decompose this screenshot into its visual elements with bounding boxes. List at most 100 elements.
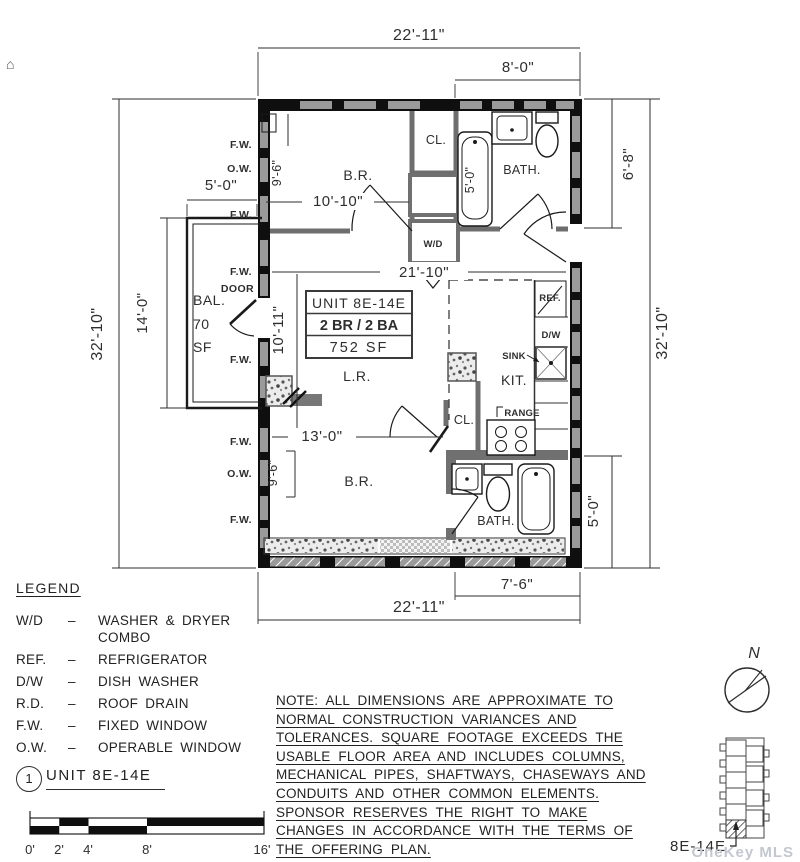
legend-desc: FIXED WINDOW [98,718,208,733]
scale-bar: 0' 2' 4' 8' 16' [25,811,271,857]
fw-label-2: F.W. [230,209,252,221]
legend-row-dw: D/W – DISH WASHER [16,673,268,690]
dim-balcony-width: 5'-0" [205,177,237,194]
scale-tick-4: 4' [83,842,93,857]
room-labels: B.R. B.R. CL. CL. BATH. BATH. L.R. KIT. … [193,133,560,528]
legend-abbr: R.D. [16,696,45,711]
legend-dash: – [68,696,76,711]
dim-balcony-height: 14'-0" [134,292,151,333]
dimension-lines [118,47,651,621]
columns [265,352,477,408]
room-label-closet-mid: CL. [454,413,474,427]
extension-lines [112,52,660,624]
legend-desc: DISH WASHER [98,674,200,689]
legend-abbr: W/D [16,613,44,628]
room-label-bedroom-top: B.R. [343,167,372,183]
compass-north-label: N [748,645,760,662]
legend-dash: – [68,652,76,667]
key-plan-unit-label: 8E-14E [670,838,726,855]
dimension-labels: 22'-11" 8'-0" 32'-10" 14'-0" 5'-0" 6'-8"… [89,27,671,616]
closet-sliding [408,173,460,217]
unit-bedbath-text: 2 BR / 2 BA [320,318,399,334]
key-plan-leader-line [730,828,737,847]
note-line-1: NOTE: ALL DIMENSIONS ARE APPROXIMATE TO [276,693,614,708]
legend-dash: – [68,613,76,628]
unit-number-text: UNIT 8E-14E [312,295,406,311]
scale-tick-0: 0' [25,842,35,857]
legend-abbr: F.W. [16,718,44,733]
kitchen-fixtures [486,280,567,456]
label-refrigerator: REF. [539,293,560,304]
legend-row-wd: W/D – WASHER & DRYER COMBO [16,612,268,646]
bath-bottom-fixtures [451,463,555,535]
legend-dash: – [68,718,76,733]
label-washer-dryer: W/D [423,239,442,250]
note-line-2: NORMAL CONSTRUCTION VARIANCES AND [276,711,577,727]
drawing-number-circle: 1 [16,766,42,792]
legend-desc: WASHER & DRYER COMBO [98,613,231,645]
room-label-bath-top: BATH. [503,163,540,177]
legend-desc: REFRIGERATOR [98,652,208,667]
fw-label-5: F.W. [230,436,252,448]
fw-label-1: F.W. [230,139,252,151]
dim-right-bath2-height: 5'-0" [585,495,602,527]
legend-abbr: O.W. [16,740,48,755]
note-line-5: MECHANICAL PIPES, SHAFTWAYS, CHASEWAYS A… [276,767,646,783]
north-compass: N [724,645,770,713]
label-sink: SINK [502,351,526,362]
room-label-kitchen: KIT. [501,372,527,388]
ow-label-1: O.W. [227,163,252,175]
legend-row-ow: O.W. – OPERABLE WINDOW [16,739,268,756]
legend-desc: OPERABLE WINDOW [98,740,242,755]
ow-label-2: O.W. [227,468,252,480]
legend-row-rd: R.D. – ROOF DRAIN [16,695,268,712]
note-line-6: CONDUITS AND OTHER COMMON ELEMENTS. [276,785,600,801]
key-plan: 8E-14E [670,737,770,855]
fw-label-6: F.W. [230,514,252,526]
legend-desc: ROOF DRAIN [98,696,189,711]
room-label-closet-top: CL. [426,133,446,147]
dim-br-bottom-height: 9'-6" [266,460,280,486]
legend-title: LEGEND [16,580,81,596]
scale-tick-16: 16' [254,842,271,857]
dim-tub-length: 5'-0" [463,167,477,193]
range-fixture [486,419,536,456]
note-line-7: SPONSOR RESERVES THE RIGHT TO MAKE [276,804,588,820]
label-balcony-3: SF [193,339,212,355]
dim-lr-height: 10'-11" [270,306,287,355]
legend: LEGEND W/D – WASHER & DRYER COMBO REF. –… [16,580,268,761]
door-label: DOOR [221,283,254,295]
roof-drain-fixture [261,113,277,133]
dim-interior-width: 21'-10" [399,264,449,281]
note-line-3: TOLERANCES. SQUARE FOOTAGE EXCEEDS THE [276,730,623,746]
label-balcony-2: 70 [193,316,210,332]
room-label-bath-bottom: BATH. [477,514,514,528]
unit-sqft-text: 752 SF [330,340,389,356]
dim-top-bath-width: 8'-0" [502,59,534,76]
dim-br-bottom-width: 13'-0" [301,428,342,445]
label-dishwasher: D/W [541,330,560,341]
legend-dash: – [68,740,76,755]
room-label-living-room: L.R. [343,368,371,384]
dim-right-height: 32'-10" [654,306,671,359]
note-line-8: CHANGES IN ACCORDANCE WITH THE TERMS OF [276,823,633,839]
legend-row-ref: REF. – REFRIGERATOR [16,651,268,668]
note-line-9: THE OFFERING PLAN. [276,841,431,857]
legend-dash: – [68,674,76,689]
bath-top-fixtures [457,111,559,227]
legend-abbr: REF. [16,652,47,667]
fw-label-4: F.W. [230,354,252,366]
window-labels: F.W. O.W. F.W. F.W. DOOR F.W. F.W. O.W. … [221,139,254,526]
drawing-title: UNIT 8E-14E [46,767,166,790]
room-label-bedroom-bottom: B.R. [344,473,373,489]
scale-tick-8: 8' [142,842,152,857]
bath-sink-top-fixture [491,111,533,145]
watermark: OneKey MLS [691,844,794,861]
terrace-band [263,537,566,555]
unit-info-box: UNIT 8E-14E 2 BR / 2 BA 752 SF [305,290,413,359]
dim-br-top-height: 9'-6" [270,160,284,186]
scale-tick-2: 2' [54,842,64,857]
legend-row-fw: F.W. – FIXED WINDOW [16,717,268,734]
dim-left-height: 32'-10" [89,307,106,360]
wall-door-gaps [258,224,582,338]
